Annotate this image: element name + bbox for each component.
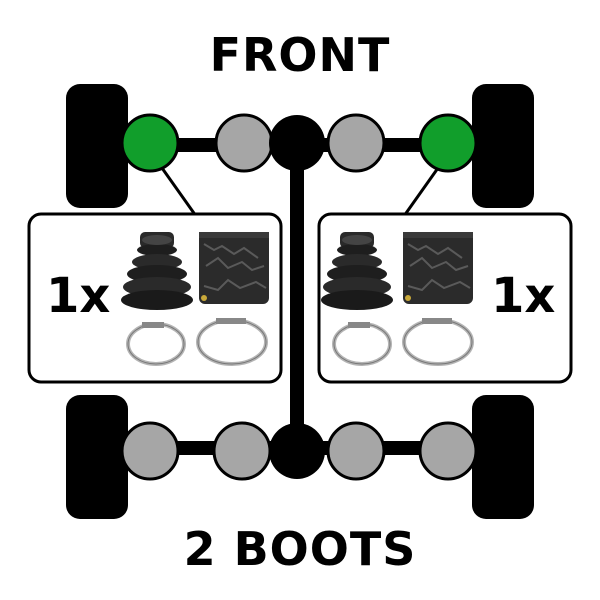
cv-boot-icon <box>121 232 193 310</box>
right-kit-box: 1x <box>317 212 573 384</box>
right-callout-line <box>402 167 440 217</box>
front-right-wheel <box>472 84 534 208</box>
grease-packet-icon <box>199 232 269 304</box>
clamp-small-icon <box>332 322 392 366</box>
clamp-small-icon <box>126 322 186 366</box>
left-callout-line <box>160 167 198 217</box>
front-left-outer-joint-highlighted <box>120 113 180 173</box>
clamp-large-icon <box>196 318 268 366</box>
grease-packet-icon <box>403 232 473 304</box>
rear-left-inner-joint <box>212 421 272 481</box>
clamp-large-icon <box>402 318 474 366</box>
front-left-inner-joint <box>214 113 274 173</box>
boot-count-title: 2 BOOTS <box>183 522 417 576</box>
rear-right-inner-joint <box>326 421 386 481</box>
rear-differential <box>269 423 325 479</box>
left-kit-box: 1x <box>27 212 283 384</box>
rear-right-wheel <box>472 395 534 519</box>
rear-left-outer-joint <box>120 421 180 481</box>
cv-boot-icon <box>321 232 393 310</box>
left-kit-quantity: 1x <box>46 268 110 324</box>
front-left-wheel <box>66 84 128 208</box>
front-title: FRONT <box>209 28 391 82</box>
rear-left-wheel <box>66 395 128 519</box>
front-differential <box>269 115 325 171</box>
right-kit-quantity: 1x <box>491 268 555 324</box>
front-right-outer-joint-highlighted <box>418 113 478 173</box>
rear-right-outer-joint <box>418 421 478 481</box>
front-right-inner-joint <box>326 113 386 173</box>
